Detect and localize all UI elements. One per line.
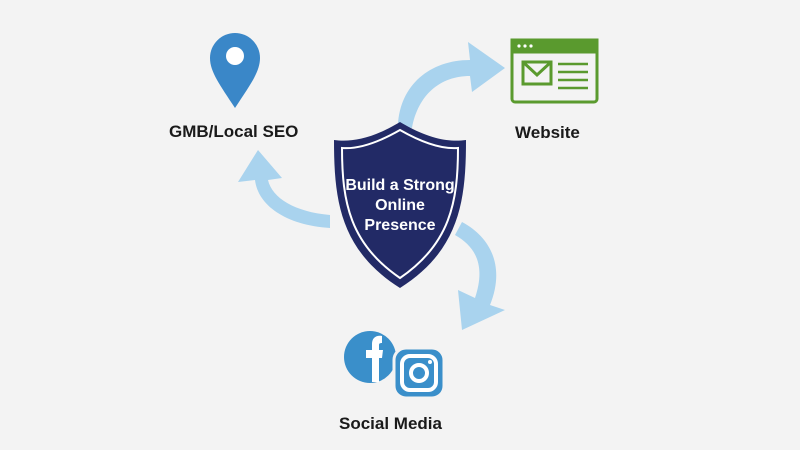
center-title-line: Presence xyxy=(364,217,436,234)
arrow-to-social xyxy=(455,222,505,330)
shield-icon xyxy=(334,122,466,288)
location-pin-icon xyxy=(210,33,260,108)
arrow-to-gmb xyxy=(238,150,330,228)
instagram-icon xyxy=(392,346,446,400)
center-title-line: Online xyxy=(375,197,425,214)
website-icon xyxy=(510,38,599,104)
gmb-label: GMB/Local SEO xyxy=(169,122,299,141)
social-label: Social Media xyxy=(339,414,442,433)
center-title-line: Build a Strong xyxy=(345,177,455,194)
website-label: Website xyxy=(515,123,580,142)
center-title: Build a Strong Online Presence xyxy=(330,176,470,236)
facebook-icon xyxy=(344,331,396,383)
arrow-to-website xyxy=(398,42,505,128)
